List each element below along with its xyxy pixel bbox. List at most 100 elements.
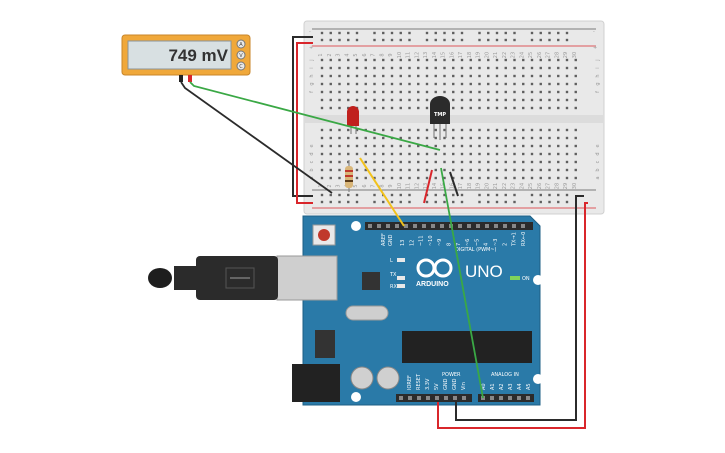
breadboard-hole[interactable]: [320, 90, 324, 94]
header-pin[interactable]: [508, 396, 512, 400]
rail-hole[interactable]: [347, 31, 350, 35]
breadboard-hole[interactable]: [478, 176, 481, 180]
header-pin[interactable]: [431, 224, 435, 228]
rail-hole[interactable]: [495, 38, 499, 42]
rail-hole[interactable]: [338, 200, 341, 204]
breadboard-hole[interactable]: [373, 152, 376, 156]
breadboard-hole[interactable]: [478, 58, 481, 62]
header-pin[interactable]: [395, 224, 399, 228]
rail-hole[interactable]: [478, 200, 481, 204]
breadboard-hole[interactable]: [504, 168, 507, 172]
multimeter[interactable]: 749 mV A V C: [121, 34, 251, 82]
rail-hole[interactable]: [425, 193, 429, 197]
breadboard-hole[interactable]: [425, 160, 429, 164]
breadboard-hole[interactable]: [460, 106, 464, 110]
breadboard-hole[interactable]: [320, 144, 324, 148]
breadboard-hole[interactable]: [495, 136, 499, 140]
breadboard-hole[interactable]: [557, 82, 560, 86]
breadboard-hole[interactable]: [417, 160, 420, 164]
breadboard-hole[interactable]: [408, 176, 411, 180]
rail-hole[interactable]: [434, 31, 437, 35]
breadboard-hole[interactable]: [399, 152, 402, 156]
breadboard-hole[interactable]: [487, 152, 490, 156]
breadboard-hole[interactable]: [399, 168, 402, 172]
breadboard-hole[interactable]: [417, 144, 420, 148]
rail-hole[interactable]: [487, 193, 490, 197]
breadboard-hole[interactable]: [399, 106, 402, 110]
breadboard-hole[interactable]: [495, 82, 499, 86]
breadboard-hole[interactable]: [399, 66, 402, 70]
rail-hole[interactable]: [460, 200, 464, 204]
rail-hole[interactable]: [338, 193, 341, 197]
breadboard-hole[interactable]: [548, 136, 551, 140]
breadboard-hole[interactable]: [347, 128, 350, 132]
breadboard-hole[interactable]: [443, 90, 446, 94]
breadboard-hole[interactable]: [425, 66, 429, 70]
breadboard-hole[interactable]: [338, 128, 341, 132]
header-pin[interactable]: [494, 224, 498, 228]
breadboard-hole[interactable]: [390, 128, 394, 132]
breadboard-hole[interactable]: [460, 160, 464, 164]
breadboard-hole[interactable]: [382, 66, 385, 70]
breadboard-hole[interactable]: [469, 66, 472, 70]
breadboard-hole[interactable]: [399, 90, 402, 94]
rail-hole[interactable]: [373, 31, 376, 35]
breadboard-hole[interactable]: [539, 98, 542, 102]
rail-hole[interactable]: [460, 193, 464, 197]
breadboard-hole[interactable]: [329, 176, 332, 180]
rail-hole[interactable]: [487, 38, 490, 42]
breadboard-hole[interactable]: [495, 98, 499, 102]
breadboard-hole[interactable]: [504, 106, 507, 110]
rail-hole[interactable]: [452, 38, 455, 42]
breadboard-hole[interactable]: [434, 168, 437, 172]
breadboard-hole[interactable]: [530, 168, 534, 172]
breadboard-hole[interactable]: [469, 90, 472, 94]
breadboard-hole[interactable]: [495, 58, 499, 62]
breadboard-hole[interactable]: [565, 152, 569, 156]
rail-hole[interactable]: [425, 38, 429, 42]
rail-hole[interactable]: [513, 193, 516, 197]
breadboard-hole[interactable]: [364, 106, 367, 110]
breadboard-hole[interactable]: [364, 144, 367, 148]
header-pin[interactable]: [404, 224, 408, 228]
breadboard-hole[interactable]: [382, 106, 385, 110]
rail-hole[interactable]: [320, 31, 324, 35]
breadboard-hole[interactable]: [355, 82, 359, 86]
breadboard-hole[interactable]: [408, 82, 411, 86]
rail-hole[interactable]: [390, 38, 394, 42]
breadboard-hole[interactable]: [417, 106, 420, 110]
breadboard-hole[interactable]: [320, 152, 324, 156]
breadboard-hole[interactable]: [478, 90, 481, 94]
breadboard-hole[interactable]: [487, 106, 490, 110]
breadboard-hole[interactable]: [443, 136, 446, 140]
resistor[interactable]: [345, 160, 353, 192]
breadboard-hole[interactable]: [495, 90, 499, 94]
breadboard-hole[interactable]: [338, 160, 341, 164]
rail-hole[interactable]: [557, 31, 560, 35]
rail-hole[interactable]: [530, 200, 534, 204]
breadboard-hole[interactable]: [478, 144, 481, 148]
breadboard-holes[interactable]: [320, 31, 577, 204]
rail-hole[interactable]: [443, 31, 446, 35]
header-pin[interactable]: [503, 224, 507, 228]
breadboard-hole[interactable]: [557, 176, 560, 180]
breadboard-hole[interactable]: [487, 176, 490, 180]
rail-hole[interactable]: [539, 193, 542, 197]
breadboard-hole[interactable]: [443, 66, 446, 70]
breadboard-hole[interactable]: [443, 74, 446, 78]
breadboard-hole[interactable]: [364, 168, 367, 172]
rail-hole[interactable]: [399, 31, 402, 35]
rail-hole[interactable]: [355, 38, 359, 42]
breadboard-hole[interactable]: [408, 144, 411, 148]
breadboard-hole[interactable]: [408, 168, 411, 172]
breadboard-hole[interactable]: [382, 82, 385, 86]
breadboard-hole[interactable]: [530, 74, 534, 78]
breadboard-hole[interactable]: [574, 98, 577, 102]
breadboard-hole[interactable]: [557, 152, 560, 156]
wire-sensor-to-a0[interactable]: [440, 167, 484, 399]
breadboard-hole[interactable]: [469, 128, 472, 132]
rail-hole[interactable]: [399, 200, 402, 204]
breadboard-hole[interactable]: [539, 152, 542, 156]
rail-hole[interactable]: [338, 31, 341, 35]
breadboard-hole[interactable]: [452, 90, 455, 94]
